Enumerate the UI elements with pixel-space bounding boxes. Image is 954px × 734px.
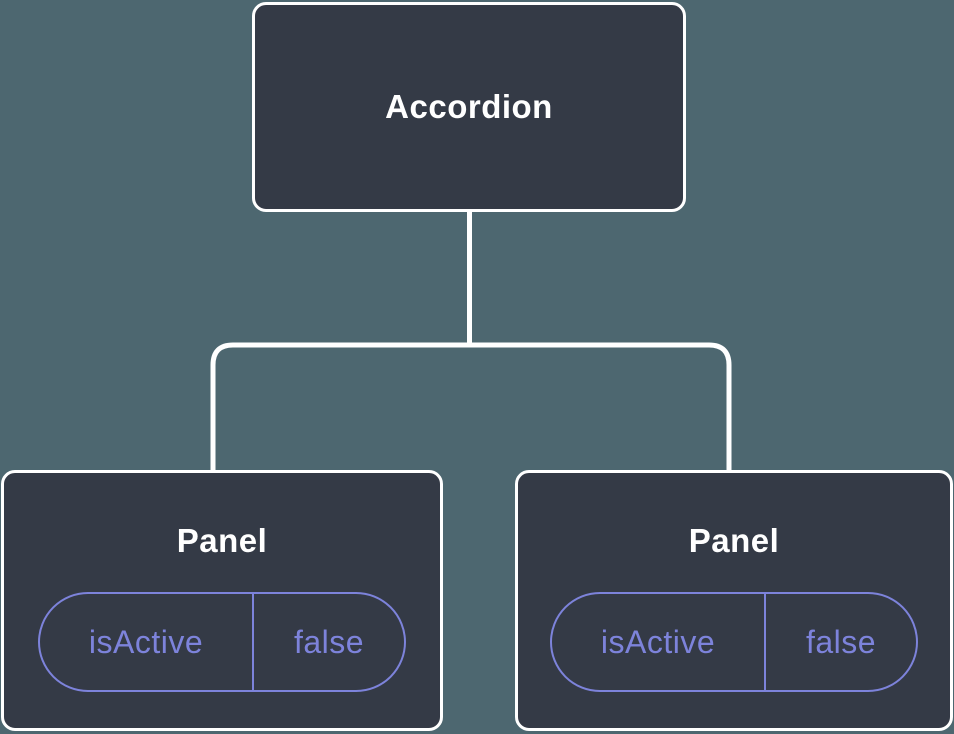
panel-node-1: Panel isActive false <box>1 470 443 731</box>
state-pill-1: isActive false <box>38 592 406 692</box>
accordion-node: Accordion <box>252 2 686 212</box>
state-name-label: isActive <box>552 594 766 690</box>
state-pill-2: isActive false <box>550 592 918 692</box>
state-name-label: isActive <box>40 594 254 690</box>
panel-node-1-label: Panel <box>176 522 268 559</box>
panel-node-2: Panel isActive false <box>515 470 953 731</box>
accordion-node-label: Accordion <box>385 88 553 125</box>
state-value-label: false <box>293 623 365 660</box>
state-value-label: false <box>805 623 877 660</box>
panel-node-2-label: Panel <box>688 522 780 559</box>
connector-branches <box>210 342 732 472</box>
